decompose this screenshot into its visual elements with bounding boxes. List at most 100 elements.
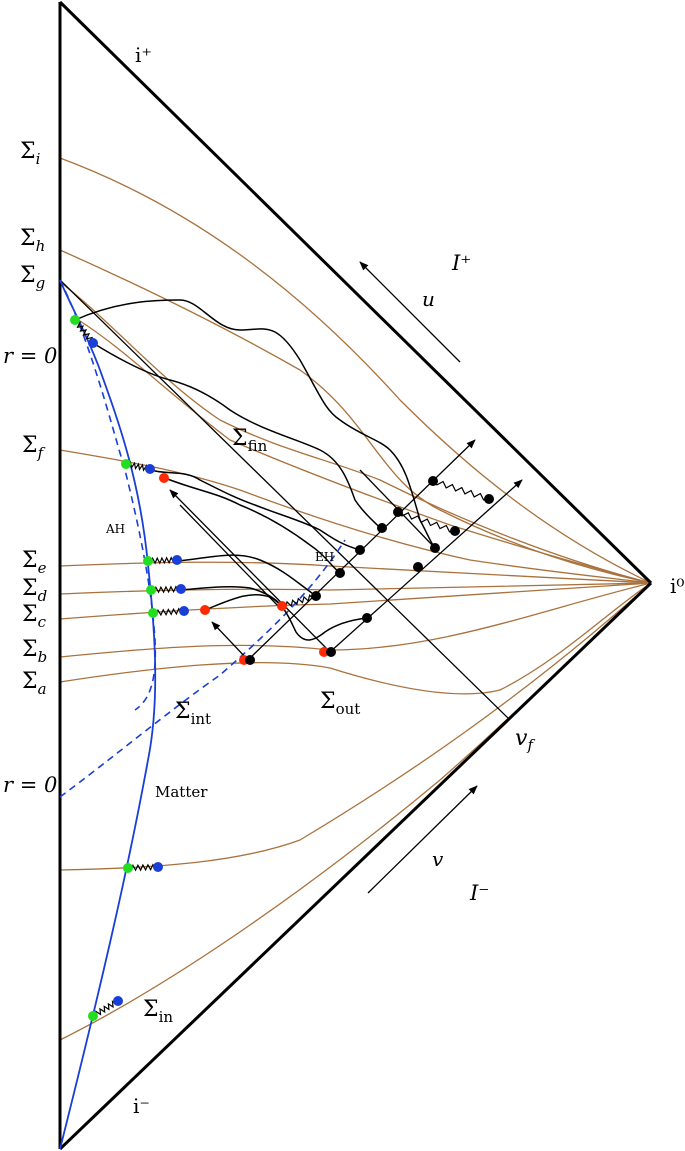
slice-sigma-g — [59, 281, 652, 584]
label-sigma-i: Σi — [20, 139, 41, 168]
sigma-subscript: c — [38, 613, 47, 631]
black-particle-dot — [245, 655, 255, 665]
sigma-subscript: d — [38, 587, 48, 605]
apparent-horizon — [59, 279, 157, 711]
particle-dots — [70, 315, 494, 1021]
sigma-subscript: int — [191, 710, 212, 728]
trajectory-third — [149, 469, 361, 551]
sigma-subscript: e — [38, 559, 47, 577]
sigma-subscript: b — [38, 648, 48, 666]
label-i-zero: i⁰ — [670, 574, 684, 598]
label-scri-minus: I⁻ — [469, 881, 489, 905]
particle-pair-links — [73, 319, 490, 1018]
label-sigma-a: Σa — [22, 669, 47, 698]
green-particle-dot — [143, 556, 153, 566]
future-null-infinity — [58, 0, 653, 585]
slice-sigma-a — [59, 582, 652, 695]
slice-sigma-c — [59, 582, 652, 620]
blue-particle-dot — [153, 862, 163, 872]
sigma-symbol: Σ — [175, 699, 191, 724]
pair-link-2 — [147, 556, 177, 565]
sigma-subscript: in — [159, 1008, 174, 1026]
label-sigma-b: Σb — [22, 637, 47, 666]
event-horizon — [59, 539, 346, 798]
ray-5 — [179, 504, 281, 609]
sigma-symbol: Σ — [22, 548, 38, 573]
sigma-subscript: out — [336, 700, 361, 718]
label-eh: EH — [315, 550, 334, 564]
label-sigma-f: Σf — [22, 433, 46, 462]
pair-link-5 — [127, 863, 159, 872]
label-sigma-e: Σe — [22, 548, 47, 577]
sigma-symbol: Σ — [22, 576, 38, 601]
label-scri-plus: I⁺ — [451, 251, 471, 275]
black-particle-dot — [450, 526, 460, 536]
black-particle-dot — [430, 543, 440, 553]
label-sigma-d: Σd — [22, 576, 47, 605]
label-i-minus: i⁻ — [133, 1094, 150, 1118]
sigma-subscript: g — [36, 274, 46, 292]
ray-3 — [329, 479, 523, 653]
green-particle-dot — [88, 1011, 98, 1021]
label-r0-bottom: r = 0 — [3, 773, 57, 797]
blue-particle-dot — [179, 606, 189, 616]
label-sigma-int: Σint — [175, 699, 211, 728]
black-particle-dot — [413, 562, 423, 572]
sigma-symbol: Σ — [20, 226, 36, 251]
pair-link-3 — [150, 585, 182, 594]
blue-particle-dot — [88, 338, 98, 348]
ray-1 — [211, 621, 249, 661]
blue-particle-dot — [176, 584, 186, 594]
green-particle-dot — [121, 459, 131, 469]
label-matter: Matter — [155, 783, 208, 801]
sigma-symbol: Σ — [22, 602, 38, 627]
sigma-subscript: h — [36, 237, 46, 255]
labels: i⁺ i⁻ i⁰ I⁺ I⁻ u v vf r = 0 r = 0 Matter… — [3, 43, 684, 1118]
sigma-subscript: a — [38, 680, 47, 698]
blue-particle-dot — [172, 555, 182, 565]
diagram-boundary — [58, 0, 653, 1151]
sigma-subscript: i — [36, 150, 41, 168]
slice-sigma-in-upper — [59, 582, 652, 871]
sigma-symbol: Σ — [22, 669, 38, 694]
trajectory-seventh — [204, 593, 368, 641]
red-particle-dot — [277, 601, 287, 611]
sigma-symbol: Σ — [232, 426, 248, 451]
label-v: v — [432, 847, 444, 871]
sigma-symbol: Σ — [20, 139, 36, 164]
v-arrow — [367, 785, 478, 894]
red-particle-dot — [159, 473, 169, 483]
blue-particle-dot — [145, 464, 155, 474]
trajectory-fifth — [177, 554, 317, 597]
label-v-f: vf — [515, 726, 535, 754]
sigma-symbol: Σ — [22, 433, 38, 458]
pair-link-8 — [397, 511, 456, 533]
null-rays — [169, 261, 523, 894]
label-sigma-h: Σh — [20, 226, 45, 255]
trajectory-fourth — [164, 477, 341, 574]
label-v-f-main: v — [515, 726, 528, 751]
sigma-subscript: fin — [248, 437, 268, 455]
green-particle-dot — [146, 585, 156, 595]
green-particle-dot — [148, 608, 158, 618]
sigma-symbol: Σ — [22, 637, 38, 662]
sigma-symbol: Σ — [20, 263, 36, 288]
blue-particle-dot — [113, 996, 123, 1006]
pair-link-0 — [73, 319, 94, 344]
label-v-f-sub: f — [526, 736, 535, 754]
sigma-fin-line — [59, 279, 511, 721]
black-particle-dot — [362, 613, 372, 623]
sigma-subscript: f — [37, 444, 46, 462]
black-particle-dot — [377, 523, 387, 533]
label-i-plus: i⁺ — [135, 43, 152, 67]
u-arrow — [359, 261, 461, 363]
trajectory-second — [92, 342, 381, 529]
trajectory-top — [74, 299, 436, 549]
black-particle-dot — [335, 568, 345, 578]
slice-sigma-i — [59, 157, 652, 584]
pair-link-9 — [281, 594, 317, 609]
red-particle-dot — [200, 605, 210, 615]
pair-link-4 — [152, 607, 185, 617]
black-particle-dot — [428, 476, 438, 486]
